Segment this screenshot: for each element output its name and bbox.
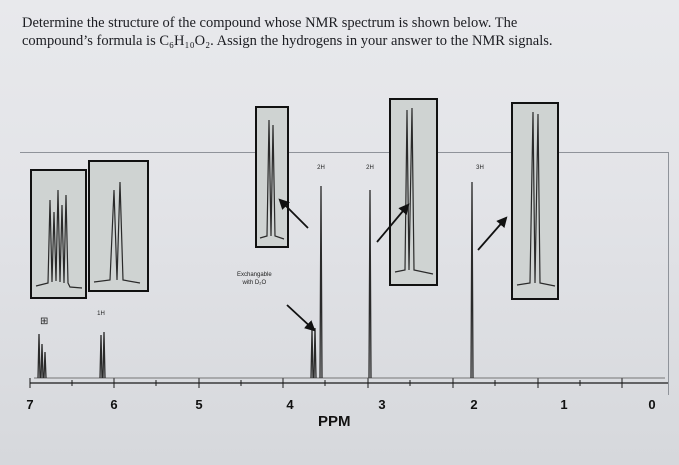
question-line-2: compound’s formula is C₆H₁₀O₂. Assign th… bbox=[22, 33, 553, 49]
small-box-symbol: ⊞ bbox=[40, 316, 48, 327]
integration-label-3h: 3H bbox=[476, 165, 484, 171]
inset-box-1 bbox=[30, 169, 87, 299]
integration-label-2h-b: 2H bbox=[366, 165, 374, 171]
peak-2h-b bbox=[368, 189, 372, 379]
tick-label-3: 3 bbox=[378, 397, 386, 412]
axis-title-ppm: PPM bbox=[318, 413, 351, 430]
tick-label-5: 5 bbox=[195, 397, 203, 412]
integration-label-1h: 1H bbox=[97, 311, 105, 317]
arrow-to-inset-4 bbox=[376, 203, 410, 243]
tick-label-2: 2 bbox=[470, 397, 478, 412]
tick-label-6: 6 bbox=[110, 397, 118, 412]
axis-ticks bbox=[29, 378, 623, 388]
tick-label-4: 4 bbox=[286, 397, 294, 412]
arrow-to-inset-3 bbox=[278, 198, 309, 229]
spectrum-frame bbox=[20, 152, 669, 395]
tick-label-1: 1 bbox=[560, 397, 568, 412]
inset-box-3 bbox=[255, 106, 289, 248]
peak-exchangeable bbox=[310, 327, 317, 379]
tick-label-7: 7 bbox=[26, 397, 34, 412]
peak-2h-a bbox=[319, 185, 323, 379]
peak-3h bbox=[470, 181, 474, 379]
inset-box-5 bbox=[511, 102, 559, 300]
question-line-1: Determine the structure of the compound … bbox=[22, 15, 518, 31]
exchangeable-note-line-1: Exchangable bbox=[237, 272, 272, 278]
tick-label-0: 0 bbox=[648, 397, 656, 412]
inset-box-4 bbox=[389, 98, 438, 286]
question-text: Determine the structure of the compound … bbox=[22, 14, 662, 50]
peaks bbox=[37, 181, 474, 379]
arrow-to-inset-5 bbox=[477, 216, 508, 251]
exchangeable-note-line-2: with D₂O bbox=[242, 280, 267, 286]
arrow-to-exchangeable-peak bbox=[286, 304, 316, 332]
peak-small-cluster bbox=[37, 333, 47, 379]
inset-box-2 bbox=[88, 160, 149, 292]
integration-label-2h-a: 2H bbox=[317, 165, 325, 171]
exchangeable-note: Exchangable with D₂O bbox=[237, 271, 272, 287]
peak-1h-doublet bbox=[99, 331, 106, 379]
